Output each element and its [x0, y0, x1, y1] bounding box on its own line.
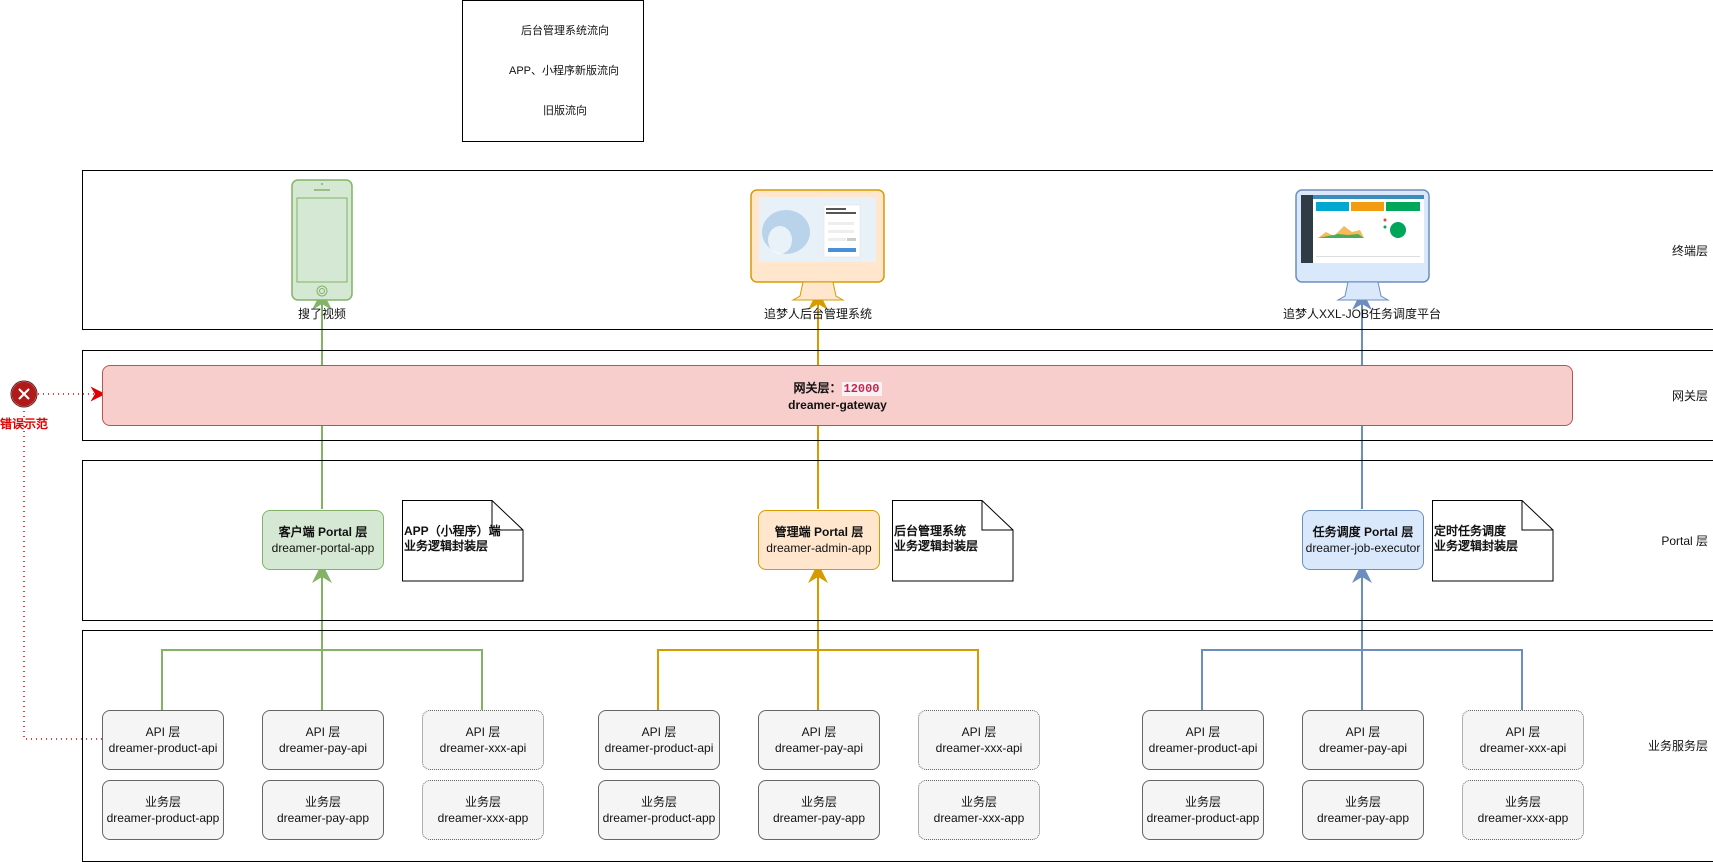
portal-client-name: dreamer-portal-app [271, 541, 375, 555]
portal-client-box: 客户端 Portal 层 dreamer-portal-app [262, 510, 384, 570]
gateway-title: 网关层： [793, 381, 842, 395]
note-shape [402, 500, 524, 582]
service-layer-label: 业务服务层 [1647, 739, 1708, 753]
portal-client-title: 客户端 Portal 层 [278, 525, 368, 539]
gateway-box: 网关层：12000 dreamer-gateway [102, 365, 1573, 426]
note-shape [1432, 500, 1554, 582]
note-client-line1: APP（小程序）端 [404, 524, 501, 538]
monitor-icon [750, 189, 885, 301]
terminal-layer-frame [82, 170, 1713, 330]
portal-admin-box: 管理端 Portal 层 dreamer-admin-app [758, 510, 880, 570]
portal-layer-frame [82, 460, 1713, 621]
portal-admin-name: dreamer-admin-app [766, 541, 872, 555]
portal-job-box: 任务调度 Portal 层 dreamer-job-executor [1302, 510, 1424, 570]
note-client: APP（小程序）端业务逻辑封装层 [402, 500, 524, 582]
legend-label-app: APP、小程序新版流向 [507, 64, 622, 78]
portal-admin-title: 管理端 Portal 层 [774, 525, 864, 539]
note-shape [892, 500, 1014, 582]
flow-old-dotted [23, 386, 106, 740]
note-admin: 后台管理系统业务逻辑封装层 [892, 500, 1014, 582]
note-admin-line2: 业务逻辑封装层 [894, 539, 979, 553]
terminal-admin-label: 追梦人后台管理系统 [763, 307, 872, 321]
terminal-app-label: 搜了视频 [297, 307, 346, 321]
portal-job-title: 任务调度 Portal 层 [1312, 525, 1414, 539]
gateway-name: dreamer-gateway [788, 398, 887, 412]
error-label: 错误示范 [0, 417, 49, 431]
note-job: 定时任务调度业务逻辑封装层 [1432, 500, 1554, 582]
legend-label-admin: 后台管理系统流向 [519, 24, 611, 38]
terminal-job-label: 追梦人XXL-JOB任务调度平台 [1282, 307, 1442, 321]
gateway-layer-frame [82, 350, 1713, 441]
monitor-icon [1295, 189, 1430, 301]
error-icon [10, 380, 38, 408]
note-job-line2: 业务逻辑封装层 [1434, 539, 1519, 553]
note-client-line2: 业务逻辑封装层 [404, 539, 489, 553]
phone-icon [291, 179, 353, 301]
note-admin-line1: 后台管理系统 [894, 524, 967, 538]
legend-label-old: 旧版流向 [541, 104, 589, 118]
note-job-line1: 定时任务调度 [1434, 524, 1507, 538]
portal-layer-label: Portal 层 [1661, 534, 1708, 548]
terminal-layer-label: 终端层 [1671, 244, 1708, 258]
gateway-port: 12000 [841, 382, 882, 396]
gateway-layer-label: 网关层 [1671, 389, 1708, 403]
portal-job-name: dreamer-job-executor [1305, 541, 1421, 555]
